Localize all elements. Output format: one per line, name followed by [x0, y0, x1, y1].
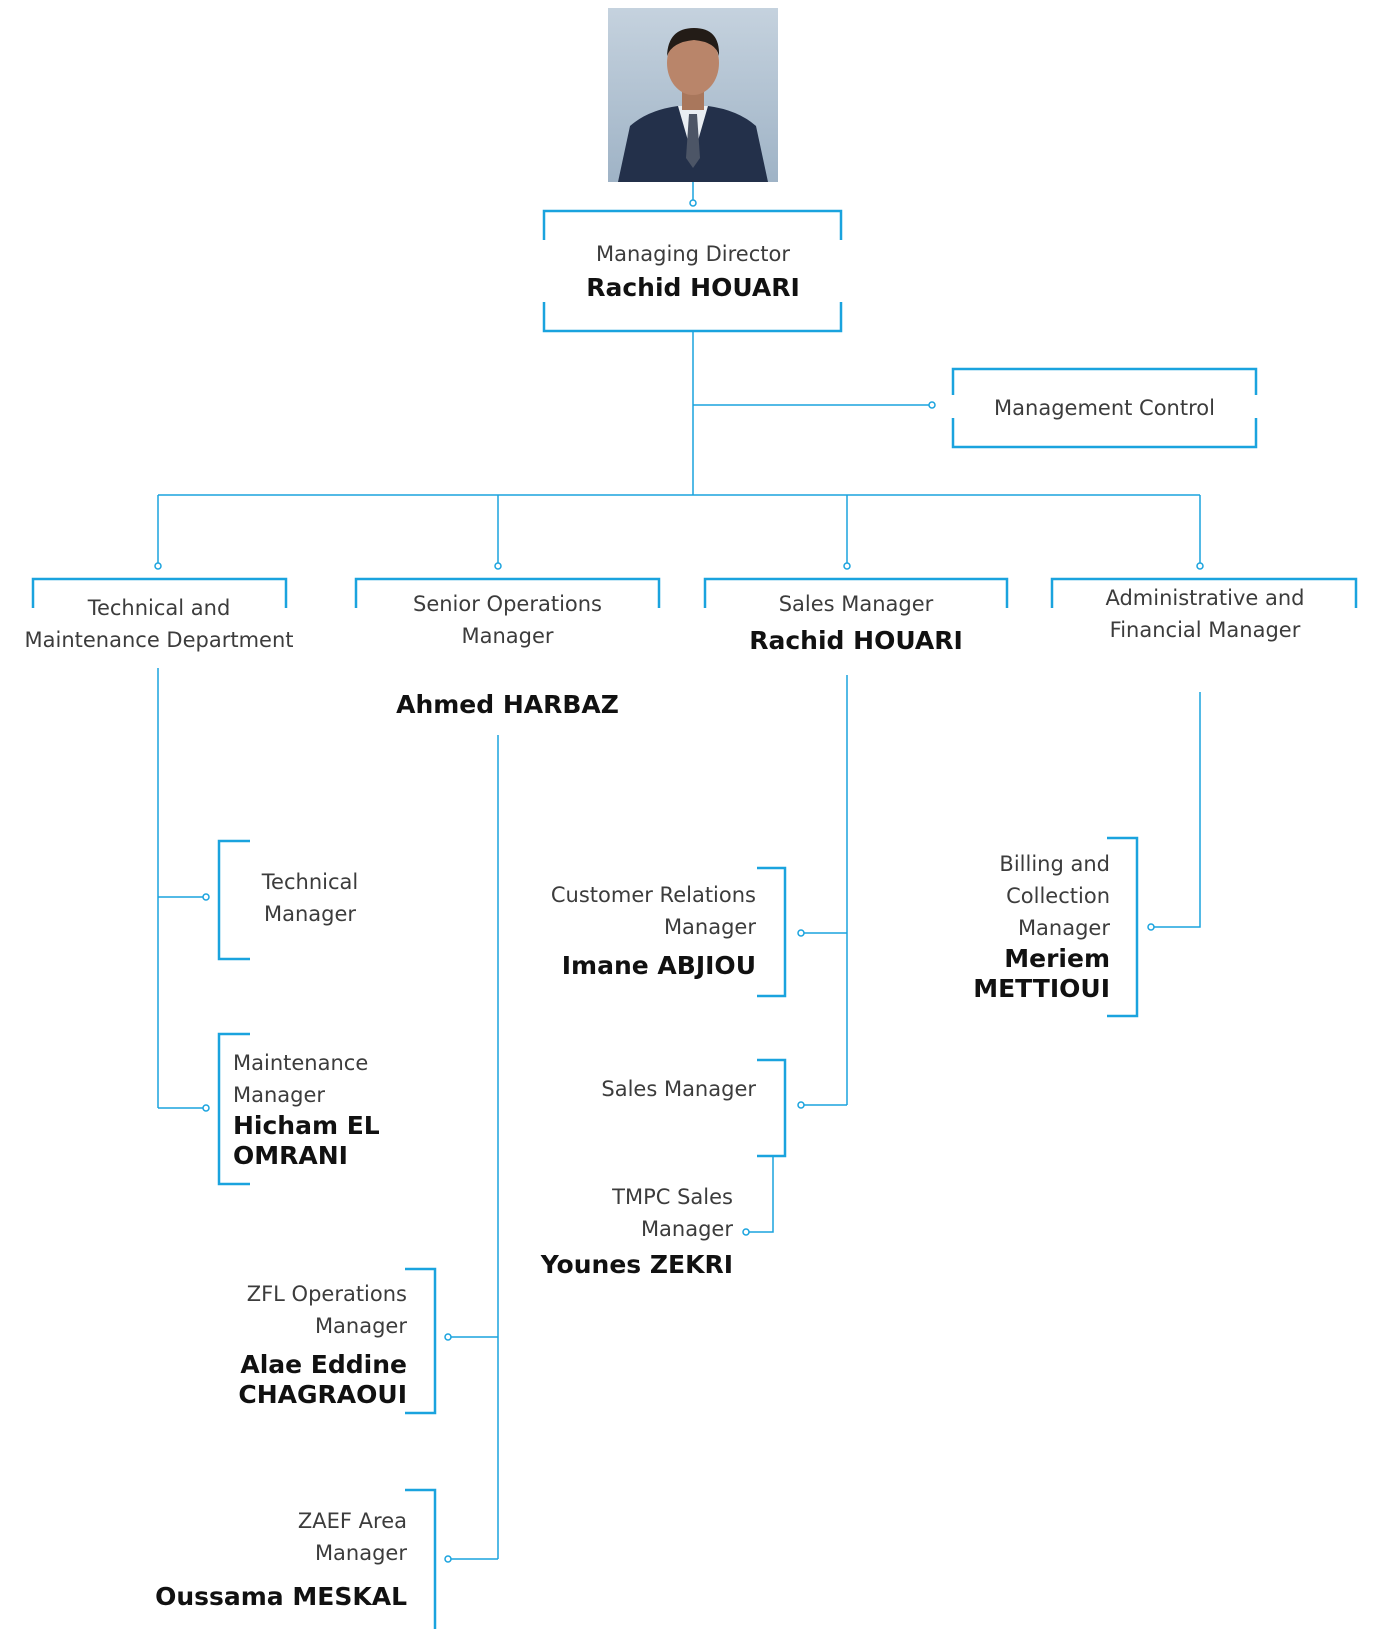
department-3-bracket: [703, 577, 1009, 608]
customer-relations-title: Customer Relations Manager: [550, 883, 756, 939]
zaef-manager-title: ZAEF Area Manager: [297, 1509, 407, 1565]
director-box-top: [542, 209, 843, 240]
connector-node: [843, 562, 851, 570]
director-title: Managing Director: [595, 242, 790, 266]
management-control-box-top: [951, 367, 1258, 395]
connector-node: [689, 199, 697, 207]
connector-node: [797, 1101, 805, 1109]
management-control-title: Management Control: [994, 396, 1215, 420]
department-2-bracket: [354, 577, 661, 608]
department-operations-name: Ahmed HARBAZ: [396, 690, 619, 719]
zaef-manager-bracket: [405, 1488, 437, 1629]
connector-node: [202, 1104, 210, 1112]
connector-finance-vertical: [1154, 692, 1201, 928]
person-photo-icon: [608, 8, 778, 182]
maintenance-manager-name: Hicham EL OMRANI: [233, 1111, 380, 1170]
connector-node: [1196, 562, 1204, 570]
connector-node: [797, 929, 805, 937]
zaef-manager-name: Oussama MESKAL: [155, 1582, 407, 1611]
technical-manager-title: Technical Manager: [261, 870, 359, 926]
department-technical-title: Technical and Maintenance Department: [24, 596, 294, 652]
connector-node: [154, 562, 162, 570]
zfl-manager-title: ZFL Operations Manager: [246, 1282, 407, 1338]
billing-manager-name: Meriem METTIOUI: [973, 944, 1110, 1003]
connector-tmpc-manager: [749, 1156, 774, 1233]
director-name: Rachid HOUARI: [586, 273, 800, 302]
department-operations-title: Senior Operations Manager: [413, 592, 602, 648]
connector-node: [742, 1228, 750, 1236]
billing-manager-title: Billing and Collection Manager: [999, 852, 1110, 940]
connector-node: [1147, 923, 1155, 931]
director-box-bottom: [542, 302, 843, 333]
connector-node: [494, 562, 502, 570]
maintenance-manager-title: Maintenance Manager: [233, 1051, 369, 1107]
department-4-bracket: [1050, 577, 1358, 608]
tmpc-manager-title: TMPC Sales Manager: [612, 1185, 733, 1241]
connector-node: [444, 1333, 452, 1341]
department-finance-title: Administrative and Financial Manager: [1105, 586, 1305, 642]
zfl-manager-bracket: [405, 1267, 437, 1415]
sub-sales-manager-title: Sales Manager: [601, 1077, 756, 1101]
connector-node: [928, 401, 936, 409]
customer-relations-bracket: [757, 866, 787, 998]
connector-node: [444, 1555, 452, 1563]
sub-sales-manager-bracket: [757, 1058, 787, 1158]
department-sales-title: Sales Manager: [778, 592, 934, 616]
connector-node: [202, 893, 210, 901]
tmpc-manager-name: Younes ZEKRI: [540, 1250, 733, 1279]
management-control-box-bottom: [951, 418, 1258, 449]
customer-relations-name: Imane ABJIOU: [561, 951, 756, 980]
technical-manager-bracket: [217, 839, 250, 961]
zfl-manager-name: Alae Eddine CHAGRAOUI: [238, 1350, 407, 1409]
department-1-bracket: [31, 577, 288, 608]
director-photo: [608, 8, 778, 182]
maintenance-manager-bracket: [217, 1032, 250, 1186]
billing-manager-bracket: [1107, 836, 1139, 1018]
department-sales-name: Rachid HOUARI: [749, 626, 963, 655]
